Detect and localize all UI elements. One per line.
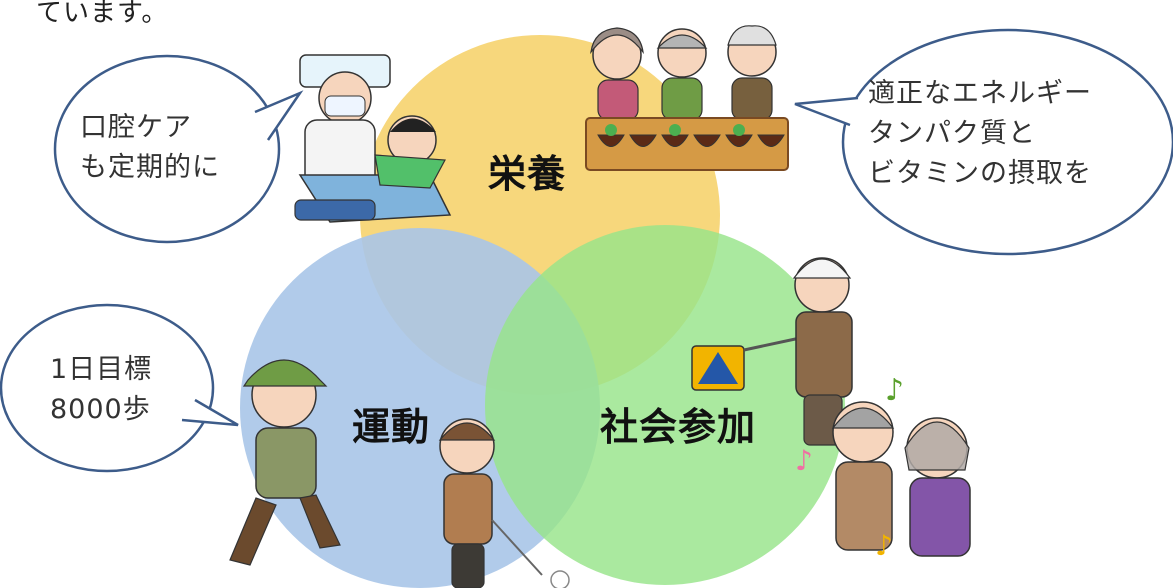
walking-senior-illustration	[229, 359, 341, 566]
svg-text:♪: ♪	[875, 529, 893, 562]
gateball-senior-illustration	[438, 418, 570, 588]
header-text: ています。	[36, 0, 169, 28]
nutrition-label: 栄養	[488, 152, 567, 196]
oral-care-bubble	[53, 54, 304, 244]
svg-text:♪: ♪	[885, 373, 904, 408]
crossing-guard-illustration	[691, 257, 853, 446]
social-circle	[485, 225, 845, 585]
karaoke-seniors-illustration: ♪ ♪ ♪	[795, 373, 971, 562]
social-label: 社会参加	[600, 405, 757, 449]
elderly-dining-illustration	[585, 25, 789, 171]
oral-care-bubble-text: 口腔ケア も定期的に	[80, 112, 220, 183]
steps-bubble-text: 1日目標 8000歩	[50, 354, 153, 425]
svg-text:♪: ♪	[795, 444, 813, 477]
steps-bubble	[0, 303, 239, 473]
diet-bubble-text: 適正なエネルギー タンパク質と ビタミンの摂取を	[868, 78, 1092, 189]
diet-bubble	[794, 28, 1173, 256]
exercise-label: 運動	[352, 405, 431, 449]
dentist-illustration	[294, 54, 452, 223]
